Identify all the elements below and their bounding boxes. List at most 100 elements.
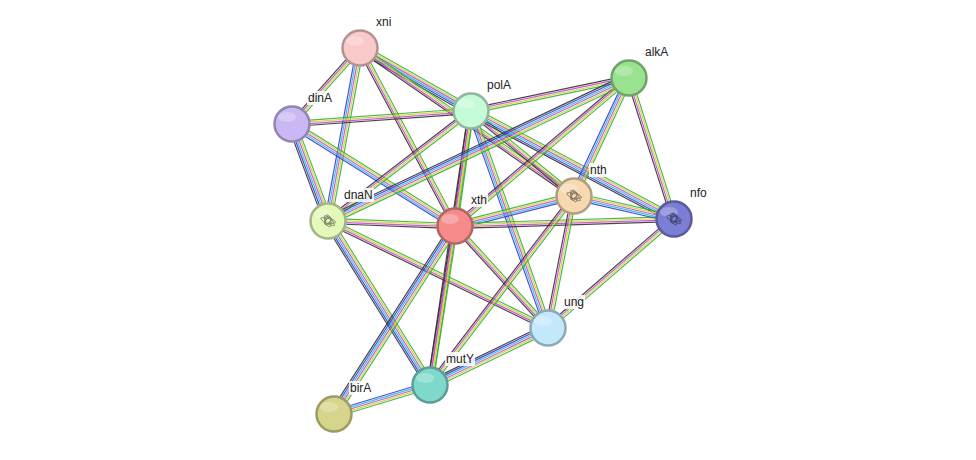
- protein-node: birA: [315, 395, 353, 433]
- node-circle: [452, 92, 490, 130]
- node-circle: [655, 200, 693, 238]
- evidence-line: [342, 240, 444, 398]
- node-circle: [411, 366, 449, 404]
- evidence-line: [331, 66, 356, 204]
- node-disc: [438, 209, 473, 244]
- evidence-line: [445, 334, 531, 375]
- interaction-edge: [328, 65, 360, 204]
- evidence-line: [468, 239, 537, 314]
- node-shine: [534, 316, 552, 326]
- interaction-edge: [579, 93, 625, 181]
- evidence-line: [343, 83, 611, 211]
- evidence-line: [297, 141, 320, 204]
- evidence-line: [634, 95, 668, 202]
- protein-node: xni: [341, 29, 379, 67]
- structure-icon: [667, 213, 682, 225]
- interaction-edge: [430, 243, 454, 367]
- node-shine: [320, 402, 338, 412]
- node-label: dinA: [307, 91, 333, 105]
- node-circle: [555, 177, 593, 215]
- node-shine: [416, 373, 434, 383]
- evidence-line: [465, 241, 534, 316]
- interaction-edge: [346, 219, 437, 228]
- node-label: dnaN: [343, 188, 374, 202]
- node-circle: [529, 309, 567, 347]
- evidence-line: [296, 142, 319, 205]
- protein-node: nfo: [655, 200, 693, 238]
- protein-node: ung: [529, 309, 567, 347]
- evidence-line: [346, 90, 614, 218]
- evidence-line: [635, 95, 669, 202]
- evidence-line: [294, 142, 317, 205]
- node-label: nth: [589, 163, 608, 177]
- evidence-line: [330, 65, 355, 203]
- protein-node: dnaN: [309, 202, 347, 240]
- protein-node: dinA: [273, 105, 311, 143]
- evidence-line: [299, 141, 322, 204]
- interaction-edge: [444, 332, 533, 381]
- interaction-edge: [294, 139, 325, 205]
- evidence-line: [591, 202, 656, 217]
- node-circle: [315, 395, 353, 433]
- node-label: mutY: [445, 352, 475, 366]
- evidence-line: [306, 63, 350, 112]
- interaction-edge: [591, 197, 657, 219]
- evidence-line: [345, 88, 613, 216]
- evidence-line: [632, 96, 666, 203]
- node-label: birA: [349, 381, 372, 395]
- evidence-line: [345, 228, 533, 319]
- structure-icon: [567, 190, 582, 202]
- node-disc: [612, 61, 647, 96]
- node-disc: [311, 204, 346, 239]
- protein-node: nth: [555, 177, 593, 215]
- evidence-line: [446, 335, 532, 376]
- interaction-edge: [473, 217, 656, 228]
- evidence-line: [347, 243, 449, 401]
- evidence-line: [310, 115, 453, 125]
- node-disc: [317, 397, 352, 432]
- evidence-line: [560, 229, 659, 314]
- evidence-line: [582, 94, 622, 179]
- evidence-line: [469, 238, 538, 313]
- node-shine: [441, 214, 459, 224]
- evidence-line: [346, 243, 448, 401]
- evidence-line: [328, 65, 353, 203]
- evidence-line: [344, 85, 612, 213]
- node-disc: [413, 368, 448, 403]
- protein-node: polA: [452, 92, 490, 130]
- evidence-line: [333, 66, 358, 204]
- evidence-line: [310, 113, 453, 123]
- node-circle: [341, 29, 379, 67]
- evidence-line: [342, 82, 610, 210]
- node-shine: [457, 99, 475, 109]
- evidence-line: [466, 240, 535, 315]
- evidence-line: [579, 93, 619, 178]
- node-disc: [275, 107, 310, 142]
- node-disc: [531, 311, 566, 346]
- interaction-edge: [632, 94, 671, 202]
- node-label: nfo: [689, 186, 708, 200]
- evidence-line: [580, 94, 620, 179]
- evidence-line: [473, 222, 656, 228]
- evidence-line: [561, 230, 660, 315]
- node-shine: [346, 36, 364, 46]
- evidence-line: [301, 140, 324, 203]
- node-disc: [454, 94, 489, 129]
- node-disc: [343, 31, 378, 66]
- evidence-line: [637, 94, 671, 201]
- protein-node: xth: [436, 207, 474, 245]
- evidence-line: [444, 332, 530, 373]
- interaction-edge: [560, 229, 662, 318]
- protein-node: alkA: [610, 59, 648, 97]
- interaction-edge: [302, 60, 350, 113]
- interaction-edge: [342, 82, 614, 217]
- evidence-line: [302, 139, 325, 202]
- node-circle: [610, 59, 648, 97]
- node-disc: [557, 179, 592, 214]
- node-shine: [615, 66, 633, 76]
- evidence-line: [562, 231, 661, 316]
- node-label: alkA: [644, 45, 669, 59]
- node-circle: [273, 105, 311, 143]
